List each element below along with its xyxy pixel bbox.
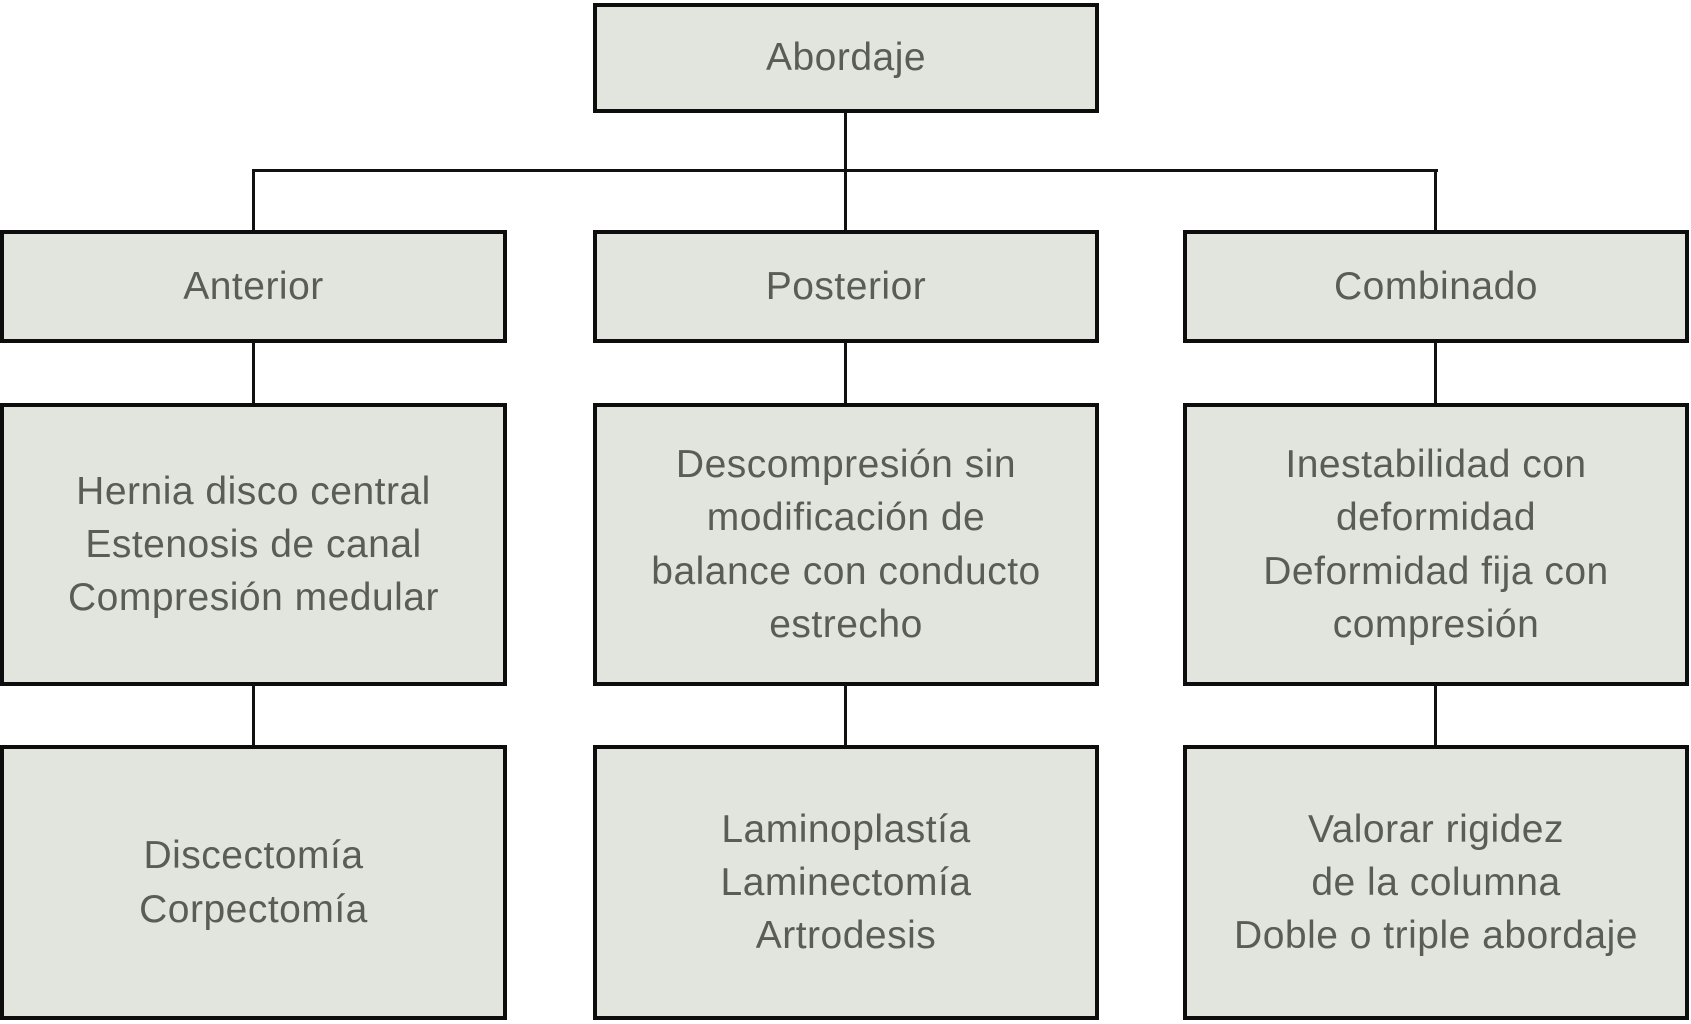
root-box-label: Abordaje xyxy=(765,36,927,80)
indications-box-combinado: Inestabilidad con deformidad Deformidad … xyxy=(1183,403,1689,686)
connector-posterior-procedures xyxy=(844,684,847,747)
procedures-box-combinado: Valorar rigidez de la columna Doble o tr… xyxy=(1183,745,1689,1020)
header-label-posterior: Posterior xyxy=(765,264,927,308)
connector-anterior-procedures xyxy=(252,684,255,747)
connector-anterior-drop xyxy=(252,171,255,232)
header-label-anterior: Anterior xyxy=(183,264,324,308)
root-box-abordaje: Abordaje xyxy=(593,3,1099,113)
procedures-label-anterior: Discectomía Corpectomía xyxy=(139,834,368,931)
procedures-label-combinado: Valorar rigidez de la columna Doble o tr… xyxy=(1234,807,1638,958)
procedures-label-posterior: Laminoplastía Laminectomía Artrodesis xyxy=(720,807,972,958)
connector-combinado-indications xyxy=(1434,342,1437,405)
connector-root-vertical xyxy=(844,112,847,171)
header-box-combinado: Combinado xyxy=(1183,230,1689,343)
indications-label-combinado: Inestabilidad con deformidad Deformidad … xyxy=(1263,443,1609,646)
connector-horizontal-rail xyxy=(252,169,1438,172)
procedures-box-anterior: Discectomía Corpectomía xyxy=(0,745,507,1020)
connector-combinado-drop xyxy=(1434,171,1437,232)
connector-combinado-procedures xyxy=(1434,684,1437,747)
indications-box-anterior: Hernia disco central Estenosis de canal … xyxy=(0,403,507,686)
header-box-posterior: Posterior xyxy=(593,230,1099,343)
indications-box-posterior: Descompresión sin modificación de balanc… xyxy=(593,403,1099,686)
indications-label-anterior: Hernia disco central Estenosis de canal … xyxy=(68,469,439,620)
procedures-box-posterior: Laminoplastía Laminectomía Artrodesis xyxy=(593,745,1099,1020)
connector-anterior-indications xyxy=(252,342,255,405)
header-box-anterior: Anterior xyxy=(0,230,507,343)
connector-posterior-indications xyxy=(844,342,847,405)
indications-label-posterior: Descompresión sin modificación de balanc… xyxy=(651,443,1041,646)
header-label-combinado: Combinado xyxy=(1334,264,1538,308)
connector-posterior-drop xyxy=(844,171,847,232)
